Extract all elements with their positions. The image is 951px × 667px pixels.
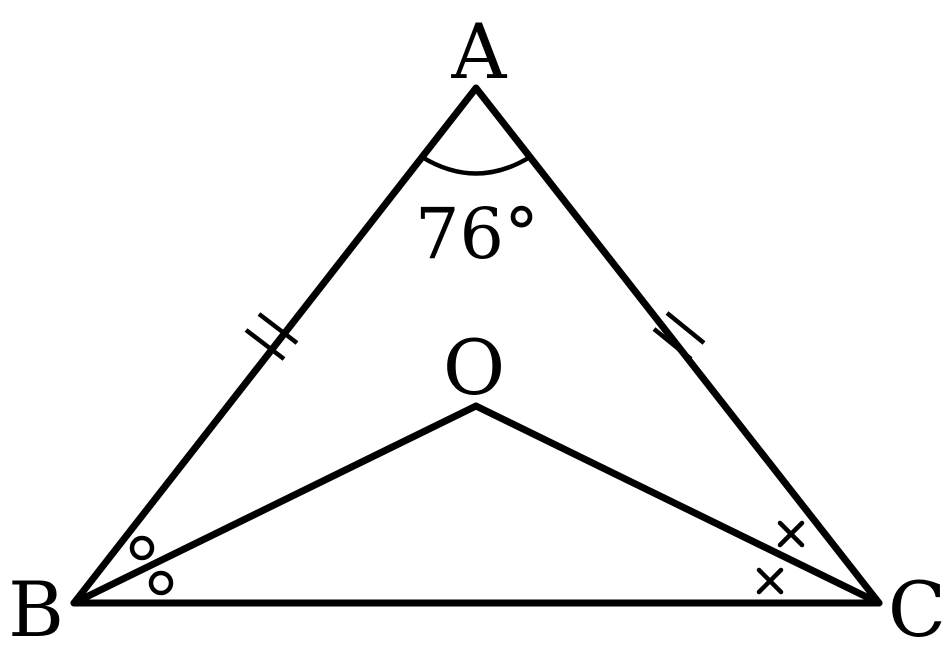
angle-b-circle-marks: [129, 535, 174, 596]
segment-bo: [70, 402, 480, 607]
vertex-label-b: B: [8, 565, 64, 654]
vertex-label-a: A: [451, 7, 508, 96]
equal-ticks-ab: [244, 312, 299, 361]
angle-a-label: 76°: [415, 193, 539, 275]
vertex-label-c: C: [888, 565, 946, 654]
segment-co: [472, 402, 883, 607]
equal-ticks-ac: [652, 311, 706, 361]
angle-a-arc: [419, 154, 533, 176]
angle-c-cross-marks: [756, 520, 805, 595]
point-label-o: O: [443, 323, 505, 412]
